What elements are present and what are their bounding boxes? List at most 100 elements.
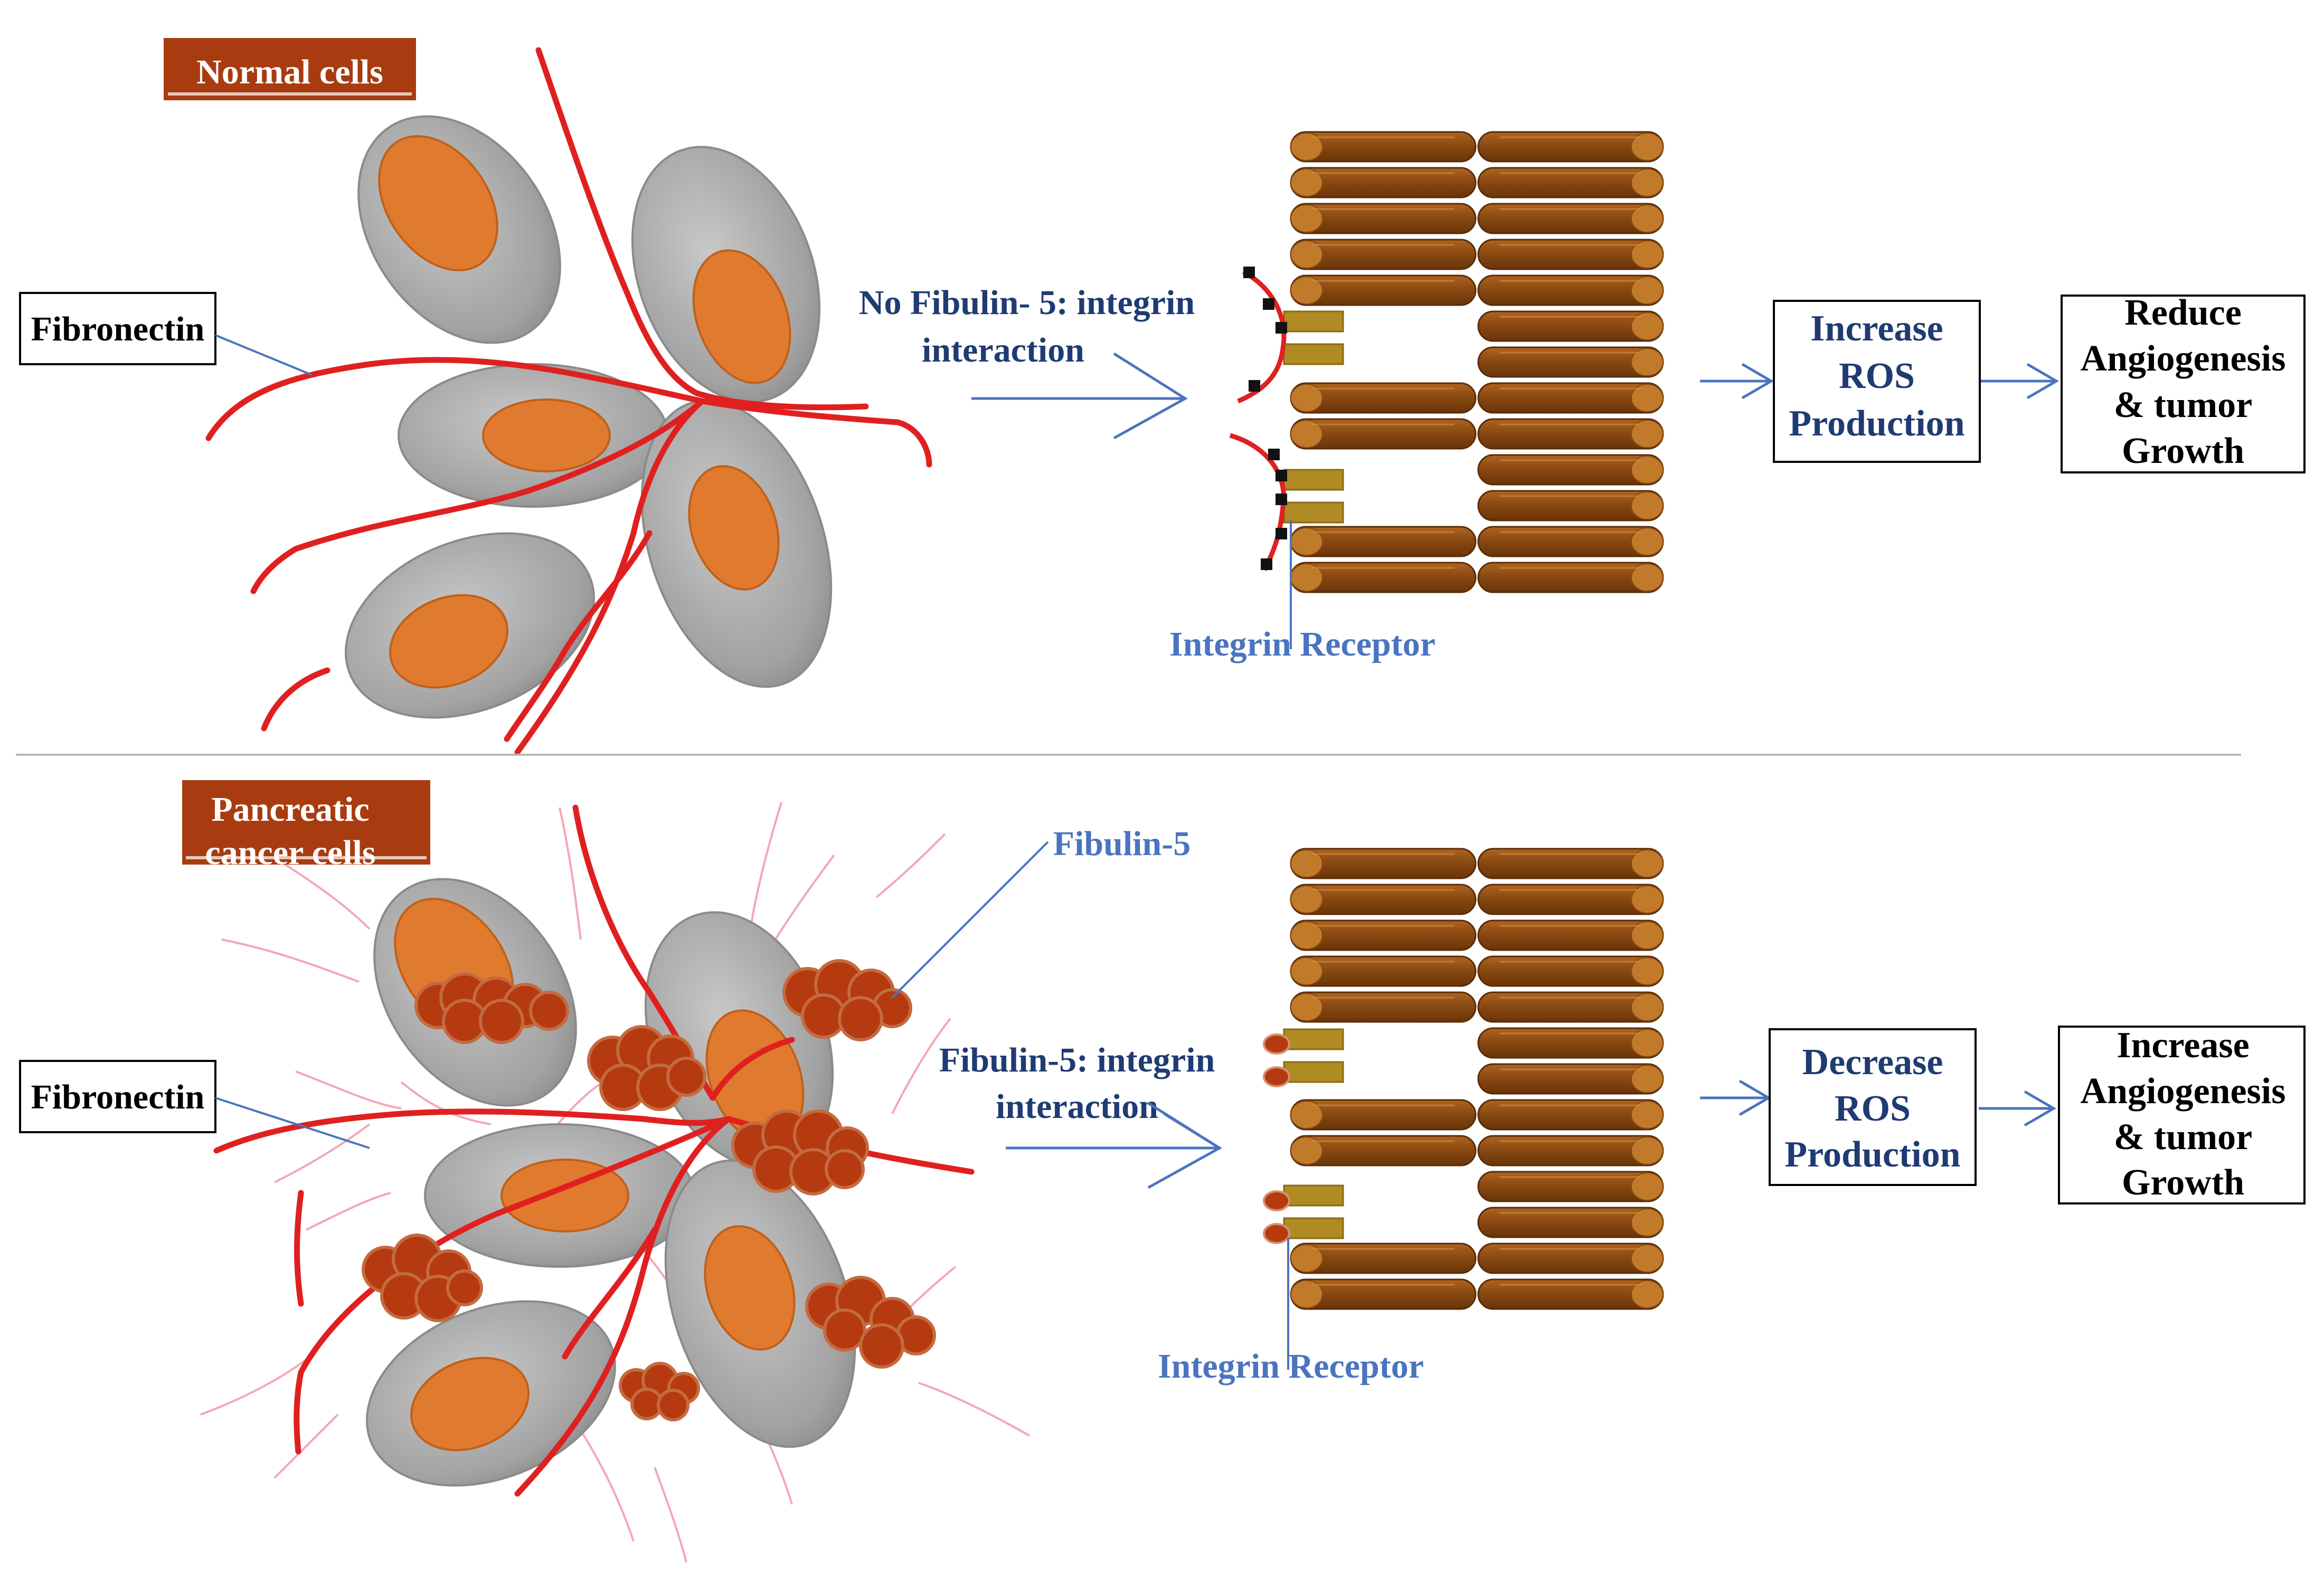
muscle-fiber <box>1477 848 1664 879</box>
muscle-fiber <box>1290 848 1477 879</box>
svg-text:Production: Production <box>1784 1134 1960 1175</box>
muscle-fiber <box>1290 562 1477 593</box>
cell <box>640 399 833 688</box>
fibulin-5-clusters <box>362 959 936 1421</box>
top-receptor-text: Integrin Receptor <box>1169 625 1435 663</box>
cell-nucleus <box>704 1225 796 1351</box>
integrin-receptor <box>1283 1028 1344 1050</box>
fibulin-cluster <box>414 972 569 1044</box>
cell-nucleus <box>378 135 498 271</box>
top-muscle-fibers <box>1283 131 1664 593</box>
cell <box>664 1159 856 1448</box>
muscle-fiber <box>1290 167 1477 198</box>
top-fibronectin-text: Fibronectin <box>31 310 205 348</box>
cell <box>631 146 821 403</box>
top-panel: Normal cells <box>19 38 2306 755</box>
muscle-fiber <box>1477 884 1664 915</box>
muscle-fiber <box>1477 1207 1664 1238</box>
top-ros-box: Increase ROS Production <box>1773 300 1981 463</box>
muscle-fiber <box>1477 1063 1664 1095</box>
fibulin-cluster <box>782 959 912 1041</box>
svg-text:Angiogenesis: Angiogenesis <box>2081 1071 2286 1112</box>
top-fibronectin-fibers <box>205 47 932 755</box>
bottom-muscle-fibers <box>1283 848 1664 1310</box>
svg-text:Growth: Growth <box>2122 1162 2244 1203</box>
integrin-receptor <box>1283 1217 1344 1239</box>
fibulin-cluster <box>805 1276 936 1369</box>
top-main-arrow <box>971 352 1188 440</box>
bottom-fibulin-nubs <box>1263 1033 1290 1244</box>
integrin-receptor <box>1283 1184 1344 1207</box>
svg-text:Decrease: Decrease <box>1802 1042 1943 1083</box>
fibulin-label-text: Fibulin-5 <box>1053 824 1191 863</box>
integrin-receptor <box>1283 310 1344 333</box>
muscle-fiber <box>1477 1135 1664 1166</box>
muscle-fiber <box>1290 1242 1477 1274</box>
muscle-fiber <box>1477 454 1664 486</box>
cancer-label-line1: Pancreatic <box>211 790 369 829</box>
muscle-fiber <box>1477 346 1664 378</box>
top-arrow-to-box2 <box>1981 363 2059 400</box>
muscle-fiber <box>1477 203 1664 234</box>
top-ligand-strands <box>1229 267 1287 572</box>
muscle-fiber <box>1477 1171 1664 1202</box>
fibulin-cluster <box>619 1362 700 1421</box>
cell-nucleus <box>692 249 791 384</box>
integrin-receptor <box>1283 469 1344 491</box>
svg-text:Production: Production <box>1789 403 1964 444</box>
cell-nucleus <box>500 1159 629 1232</box>
cell <box>398 363 669 508</box>
muscle-fiber <box>1477 1242 1664 1274</box>
muscle-fiber <box>1290 919 1477 951</box>
muscle-fiber <box>1477 955 1664 987</box>
muscle-fiber <box>1290 884 1477 915</box>
bottom-receptor-text: Integrin Receptor <box>1158 1347 1424 1386</box>
svg-text:Increase: Increase <box>2117 1025 2249 1066</box>
muscle-fiber <box>1477 562 1664 593</box>
muscle-fiber <box>1290 1099 1477 1131</box>
muscle-fiber <box>1290 203 1477 234</box>
muscle-fiber <box>1290 526 1477 557</box>
fibulin-cluster <box>362 1234 483 1322</box>
top-cells <box>345 115 833 719</box>
muscle-fiber <box>1290 1278 1477 1310</box>
bottom-interaction-line2: interaction <box>996 1087 1158 1126</box>
muscle-fiber <box>1290 418 1477 450</box>
muscle-fiber <box>1477 131 1664 163</box>
muscle-fiber <box>1477 1099 1664 1131</box>
cancer-cells-label: Pancreatic cancer cells <box>182 780 430 872</box>
muscle-fiber <box>1290 131 1477 163</box>
top-interaction-line2: interaction <box>922 331 1084 369</box>
cell <box>345 532 595 719</box>
cell-nucleus <box>410 1357 530 1452</box>
muscle-fiber <box>1477 919 1664 951</box>
cell-nucleus <box>688 465 780 591</box>
muscle-fiber <box>1290 1135 1477 1166</box>
bottom-ros-box: Decrease ROS Production <box>1769 1028 1977 1186</box>
muscle-fiber <box>1290 991 1477 1023</box>
integrin-receptor <box>1283 501 1344 524</box>
top-arrow-to-box1 <box>1700 363 1774 400</box>
svg-text:Growth: Growth <box>2122 431 2244 471</box>
muscle-fiber <box>1477 274 1664 306</box>
muscle-fiber <box>1290 274 1477 306</box>
svg-text:Increase: Increase <box>1810 308 1943 349</box>
cell <box>424 1123 695 1268</box>
bottom-arrow-to-box1 <box>1700 1079 1771 1116</box>
muscle-fiber <box>1477 239 1664 270</box>
normal-cells-label: Normal cells <box>164 38 416 100</box>
normal-cells-text: Normal cells <box>196 53 383 91</box>
svg-text:ROS: ROS <box>1835 1088 1911 1129</box>
cancer-label-line2: cancer cells <box>205 833 375 872</box>
bottom-main-arrow <box>1006 1102 1222 1189</box>
cell-nucleus <box>389 594 508 689</box>
bottom-arrow-to-box2 <box>1979 1090 2056 1127</box>
bottom-interaction-line1: Fibulin-5: integrin <box>939 1041 1215 1079</box>
cell <box>357 115 561 344</box>
integrin-receptor <box>1283 1061 1344 1083</box>
muscle-fiber <box>1477 382 1664 414</box>
muscle-fiber <box>1477 490 1664 521</box>
fibulin-cluster <box>587 1025 706 1111</box>
muscle-fiber <box>1477 167 1664 198</box>
